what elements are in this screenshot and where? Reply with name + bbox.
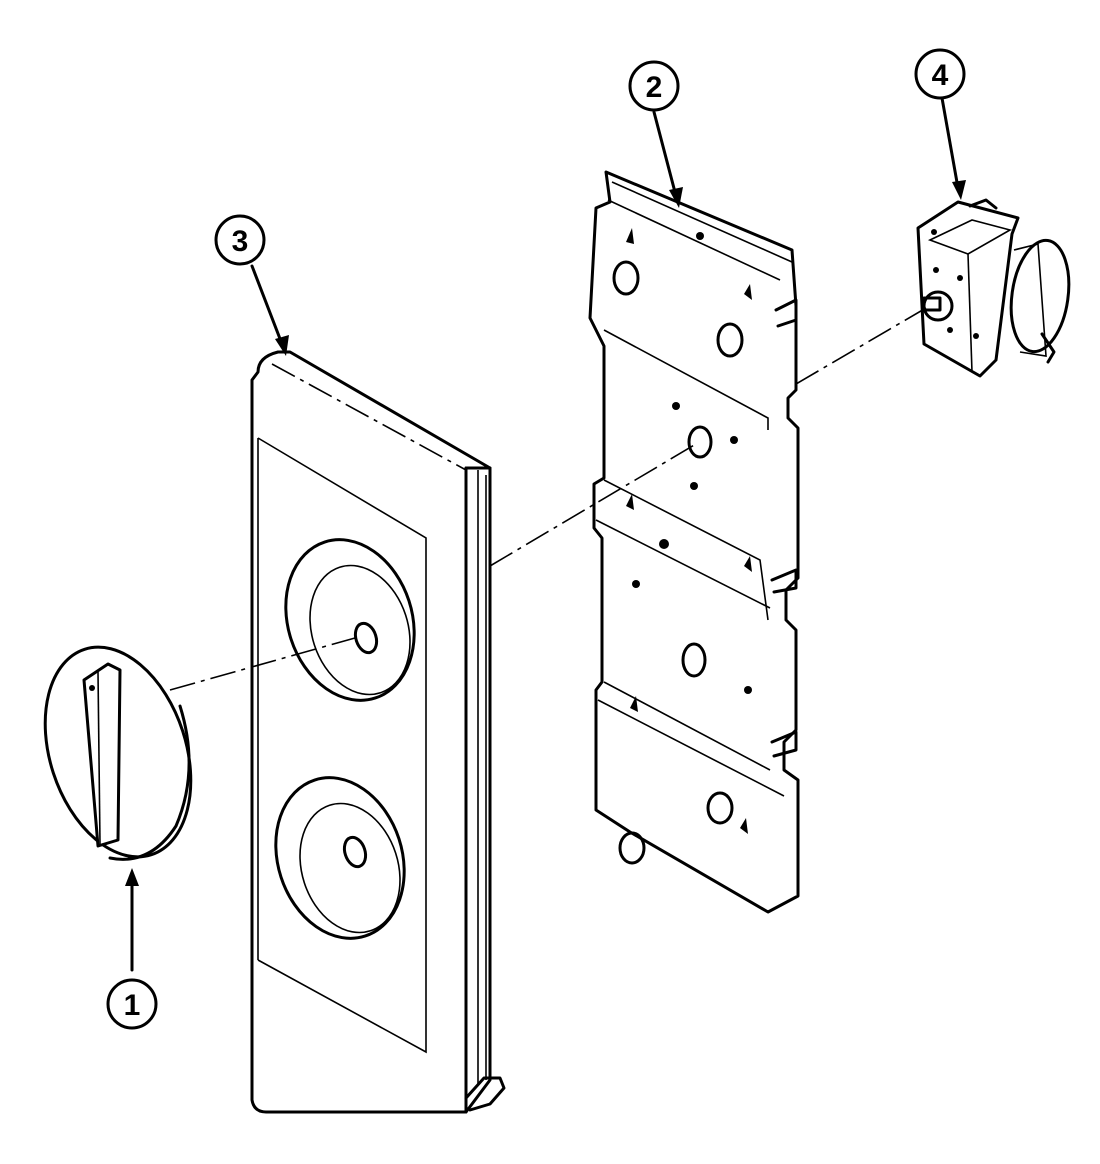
timer — [916, 198, 1071, 378]
callout-4: 4 — [914, 48, 966, 200]
callout-3: 3 — [214, 214, 289, 356]
callout-3-label: 3 — [232, 225, 249, 258]
axis-bracket-to-timer — [795, 307, 927, 385]
callout-1-label: 1 — [124, 989, 141, 1022]
lower-knob-recess — [274, 776, 406, 940]
control-panel — [250, 350, 506, 1114]
upper-knob-recess — [284, 538, 416, 702]
callout-4-label: 4 — [932, 59, 949, 92]
knob — [43, 645, 193, 861]
mounting-bracket — [588, 170, 800, 914]
axis-knob-to-panel — [169, 635, 363, 691]
callout-2-label: 2 — [646, 71, 663, 104]
callout-2: 2 — [628, 60, 683, 208]
callout-1: 1 — [106, 868, 158, 1030]
axis-panel-to-bracket — [489, 443, 697, 567]
